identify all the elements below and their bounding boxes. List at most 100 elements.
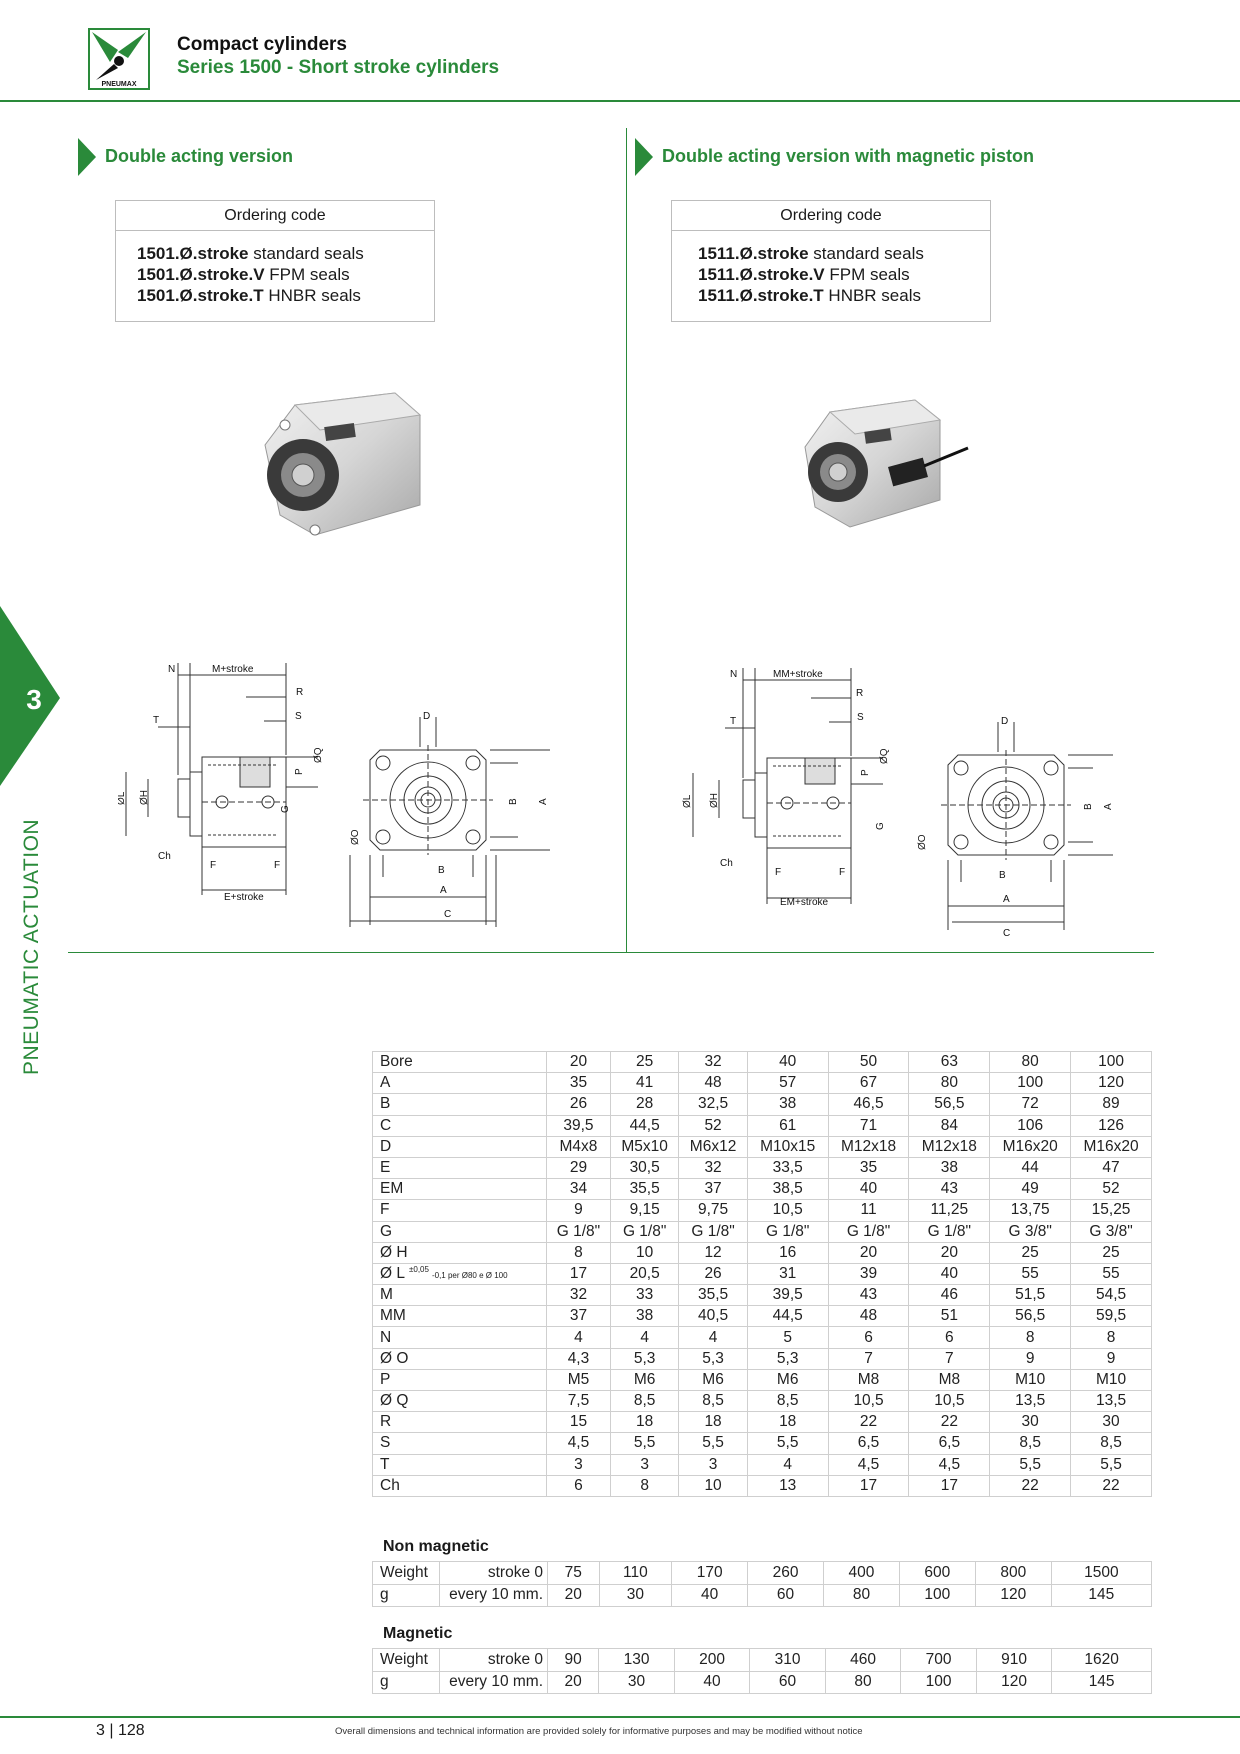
row-label-text: Ø H: [380, 1243, 408, 1261]
svg-text:E+stroke: E+stroke: [224, 892, 264, 903]
table-cell: G 1/8": [746, 1220, 829, 1243]
svg-text:EM+stroke: EM+stroke: [780, 897, 829, 908]
table-cell: 9: [989, 1347, 1072, 1370]
bore-cell: 25: [609, 1050, 680, 1074]
table-cell: 8: [1070, 1326, 1152, 1349]
table-cell: 61: [746, 1114, 829, 1137]
weight-cell: 460: [824, 1648, 902, 1672]
table-cell: 13,75: [989, 1199, 1072, 1222]
svg-text:B: B: [508, 798, 519, 805]
weight-cell: 80: [823, 1583, 900, 1607]
bore-cell: 50: [827, 1050, 910, 1074]
table-cell: 32,5: [678, 1093, 748, 1116]
row-label-text: P: [380, 1370, 391, 1388]
ordering-code-line: 1511.Ø.stroke.T HNBR seals: [698, 286, 921, 305]
bore-cell: 80: [989, 1050, 1072, 1074]
table-cell: 4,5: [546, 1432, 611, 1455]
weight-cell: 60: [749, 1670, 826, 1694]
table-cell: 9,75: [678, 1199, 748, 1222]
weight-cell: 145: [1050, 1583, 1153, 1607]
chapter-tab: 3: [0, 606, 60, 786]
table-cell: M8: [908, 1368, 991, 1392]
table-cell: 44: [989, 1156, 1072, 1180]
table-cell: 43: [827, 1284, 910, 1307]
page-number: 3 | 128: [96, 1722, 145, 1739]
svg-text:T: T: [730, 716, 736, 727]
table-cell: 52: [678, 1114, 748, 1137]
weight-cell: 20: [547, 1583, 600, 1607]
table-cell: 37: [678, 1178, 748, 1201]
row-label: Ch: [372, 1474, 547, 1497]
svg-text:D: D: [423, 711, 430, 722]
table-cell: 32: [546, 1284, 611, 1307]
table-cell: 6,5: [827, 1432, 910, 1455]
table-cell: 8,5: [1070, 1432, 1152, 1455]
table-cell: G 1/8": [609, 1220, 680, 1243]
weight-cell: 80: [824, 1670, 902, 1694]
table-cell: M12x18: [827, 1135, 910, 1158]
weight-cell: 40: [671, 1583, 749, 1607]
table-cell: M6: [609, 1368, 680, 1392]
svg-text:M+stroke: M+stroke: [212, 664, 254, 675]
svg-text:F: F: [210, 860, 216, 871]
bore-cell: 40: [746, 1050, 829, 1074]
weights-heading: Non magnetic: [383, 1538, 489, 1555]
section-title: Double acting version: [105, 146, 294, 166]
ordering-code-line: 1501.Ø.stroke.T HNBR seals: [137, 286, 361, 305]
svg-text:Ch: Ch: [720, 858, 733, 869]
table-cell: 8,5: [609, 1389, 680, 1413]
svg-text:P: P: [860, 769, 871, 776]
page-subtitle: Series 1500 - Short stroke cylinders: [177, 57, 500, 78]
svg-text:MM+stroke: MM+stroke: [773, 669, 823, 680]
table-cell: M5x10: [609, 1135, 680, 1158]
table-cell: 30: [989, 1411, 1072, 1434]
ordering-code-label: Ordering code: [672, 201, 990, 231]
row-label-text: D: [380, 1137, 392, 1155]
table-cell: 5,3: [746, 1347, 829, 1370]
weight-cell: 310: [749, 1648, 826, 1672]
table-cell: 72: [989, 1093, 1072, 1116]
svg-text:B: B: [1083, 803, 1094, 810]
row-label-text: F: [380, 1201, 390, 1219]
chapter-label: PNEUMATIC ACTUATION: [20, 818, 43, 1075]
row-label: G: [372, 1220, 547, 1243]
table-cell: 5,5: [989, 1453, 1072, 1476]
row-label: Ø O: [372, 1347, 547, 1370]
table-cell: 5: [746, 1326, 829, 1349]
section-divider: [68, 952, 1154, 953]
table-cell: 5,5: [746, 1432, 829, 1455]
table-cell: 33: [609, 1284, 680, 1307]
svg-text:R: R: [856, 688, 863, 699]
table-cell: 6: [908, 1326, 991, 1349]
weight-cell: 100: [898, 1583, 976, 1607]
weight-label: Weight: [372, 1561, 440, 1585]
weight-label: g: [372, 1583, 440, 1607]
table-cell: 8,5: [746, 1389, 829, 1413]
weight-cell: 100: [900, 1670, 977, 1694]
weight-cell: 200: [673, 1648, 751, 1672]
row-label-text: B: [380, 1095, 391, 1113]
table-cell: 4: [546, 1326, 611, 1349]
table-cell: 4: [609, 1326, 680, 1349]
table-cell: G 3/8": [989, 1220, 1072, 1243]
table-cell: 6: [546, 1474, 611, 1497]
table-cell: 56,5: [989, 1305, 1072, 1328]
table-cell: 35: [827, 1156, 910, 1180]
bore-cell: 20: [546, 1050, 611, 1074]
table-cell: 8,5: [989, 1432, 1072, 1455]
table-cell: 8: [546, 1241, 611, 1264]
weight-cell: 110: [598, 1561, 673, 1585]
table-cell: 10: [678, 1474, 748, 1497]
svg-text:S: S: [857, 712, 864, 723]
ordering-code-line: 1511.Ø.stroke standard seals: [698, 244, 924, 263]
table-cell: 5,5: [678, 1432, 748, 1455]
